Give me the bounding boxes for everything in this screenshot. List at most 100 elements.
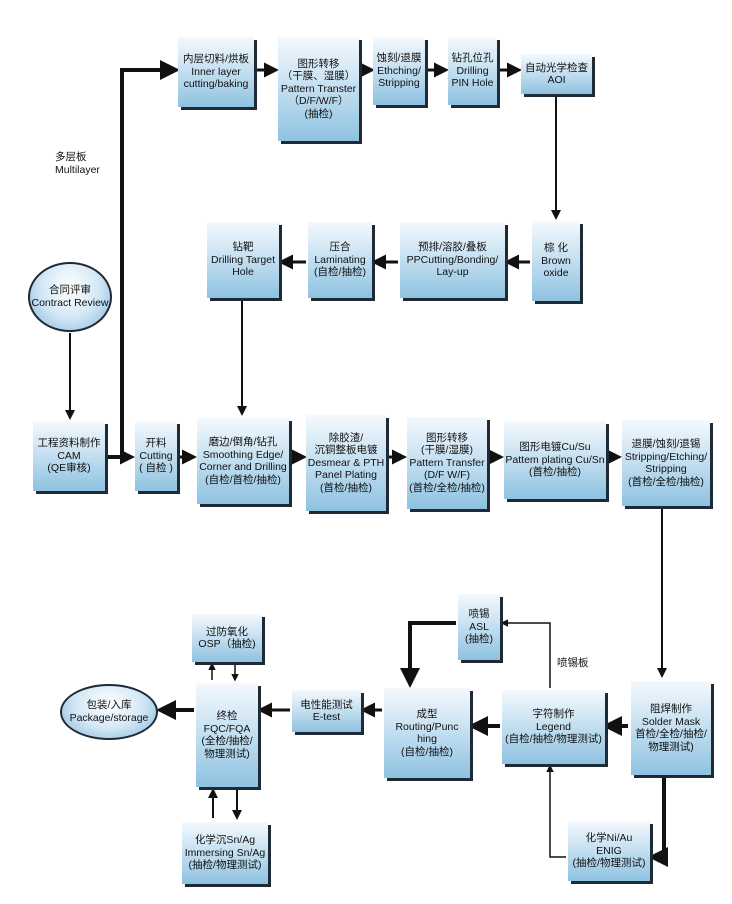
node-line: FQC/FQA — [203, 722, 251, 735]
node-line: 压合 — [329, 241, 351, 254]
node-fqc: 终检 FQC/FQA (全检/抽检/ 物理测试) — [196, 683, 258, 787]
node-line: Panel Plating — [315, 469, 377, 482]
node-stripping: 退膜/蚀刻/退锡 Stripping/Etching/ Stripping (首… — [622, 420, 710, 506]
node-line: 成型 — [416, 708, 438, 720]
node-drill-pin: 钻孔位孔 Drilling PIN Hole — [448, 37, 497, 105]
node-line: 阻焊制作 — [650, 703, 692, 715]
node-line: 钻孔位孔 — [451, 52, 494, 65]
node-line: (自检/抽检) — [401, 745, 453, 758]
arrow-legend-to-asl — [500, 619, 551, 688]
node-brown-oxide: 棕 化 Brown oxide — [532, 221, 580, 301]
node-line: 图形电镀Cu/Su — [519, 441, 591, 454]
node-cam: 工程资料制作 CAM (QE审核) — [33, 421, 105, 491]
node-osp: 过防氧化 OSP（抽检) — [192, 614, 262, 662]
node-laminating: 压合 Laminating (自检/抽检) — [308, 222, 372, 298]
node-line: Corner and Drilling — [199, 461, 287, 473]
node-line: (自检/首检/抽检) — [205, 473, 281, 486]
node-line: Stripping — [645, 463, 687, 475]
node-pattern-plating: 图形电镀Cu/Su Pattem plating Cu/Sn (首检/抽检) — [504, 421, 606, 499]
node-line: (抽检/物理测试) — [572, 857, 646, 870]
node-line: (自检/抽检/物理测试) — [505, 733, 602, 746]
arrow-enig-to-legend — [546, 764, 566, 858]
node-line: AOI — [547, 74, 566, 86]
node-line: （D/F/W/F） — [288, 95, 349, 108]
node-line: oxide — [543, 267, 569, 280]
node-routing: 成型 Routing/Punc hing (自检/抽检) — [384, 688, 470, 778]
node-line: 自动光学检查 — [525, 61, 588, 74]
node-line: (抽检) — [304, 107, 333, 120]
node-contract-review: 合同评审 Contract Review — [28, 262, 112, 332]
arrow-asl-to-routing — [400, 621, 456, 688]
node-line: 过防氧化 — [206, 625, 248, 638]
node-line: Brown — [541, 254, 571, 267]
node-line: 合同评审 — [49, 284, 91, 296]
node-line: ASL — [469, 620, 489, 633]
node-line: 终检 — [216, 710, 238, 722]
node-immersion: 化学沉Sn/Ag Immersing Sn/Ag (抽检/物理测试) — [182, 822, 268, 884]
node-line: 物理测试) — [204, 747, 250, 760]
node-line: 内层切料/烘板 — [183, 53, 249, 66]
node-line: 磨边/倒角/钻孔 — [208, 436, 278, 448]
node-line: Routing/Punc — [395, 720, 459, 733]
node-line: (D/F W/F) — [423, 469, 471, 482]
node-line: Ethching/ — [377, 64, 421, 77]
node-line: Smoothing Edge/ — [202, 448, 284, 461]
node-line: 字符制作 — [532, 708, 575, 721]
node-line: (首检/抽检) — [320, 481, 372, 494]
node-line: (首检/全检/抽检) — [628, 475, 704, 488]
node-pattern-transfer-1: 图形转移 （干膜、湿膜） Pattern Transter （D/F/W/F） … — [278, 37, 359, 141]
node-line: (首检/抽检) — [529, 466, 581, 479]
node-line: 棕 化 — [544, 242, 568, 255]
node-asl: 喷锡 ASL (抽检) — [458, 594, 500, 660]
node-line: (自检/抽检) — [314, 266, 366, 279]
arrow-cam-to-inner-layer — [106, 60, 180, 459]
node-line: (干膜/湿膜) — [421, 444, 473, 457]
node-line: Cutting — [139, 449, 173, 462]
node-line: (QE审核) — [47, 462, 91, 475]
node-line: Drilling — [456, 64, 489, 77]
node-etest: 电性能测试 E-test — [292, 690, 361, 732]
multilayer-label-zh: 多层板 — [55, 151, 87, 163]
node-line: 图形转移 — [297, 57, 340, 70]
node-line: 首检/全检/抽检/ — [635, 728, 707, 740]
node-line: PIN Hole — [451, 77, 494, 90]
node-pattern-transfer-2: 图形转移 (干膜/湿膜) Pattern Transfer (D/F W/F) … — [407, 417, 487, 509]
node-line: 预排/溶胶/叠板 — [418, 241, 487, 254]
node-solder-mask: 阻焊制作 Solder Mask 首检/全检/抽检/ 物理测试) — [631, 681, 711, 775]
node-line: PPCutting/Bonding/ — [406, 253, 499, 266]
node-enig: 化学Ni/Au ENIG (抽检/物理测试) — [568, 821, 650, 881]
node-line: 开料 — [145, 437, 167, 450]
node-line: hing — [417, 733, 437, 745]
node-line: Hole — [232, 266, 254, 279]
node-line: 化学沉Sn/Ag — [194, 834, 256, 847]
node-line: Desmear & PTH — [307, 456, 385, 469]
multilayer-label-en: Multilayer — [55, 164, 100, 176]
node-package: 包装/入库 Package/storage — [60, 684, 158, 740]
node-line: Inner layer — [191, 65, 241, 78]
node-line: Solder Mask — [641, 715, 701, 728]
node-aoi: 自动光学检查 AOI — [521, 54, 592, 94]
node-line: ( 自检 ) — [139, 462, 173, 475]
node-line: E-test — [312, 711, 341, 723]
hasl-board-label-text: 喷锡板 — [557, 657, 589, 669]
node-line: cutting/baking — [183, 78, 249, 91]
node-line: Legend — [535, 720, 572, 733]
node-line: (抽检/物理测试) — [188, 859, 262, 872]
node-line: 沉铜整板电镀 — [314, 444, 378, 457]
node-line: Lay-up — [436, 266, 469, 279]
node-etching: 蚀刻/退膜 Ethching/ Stripping — [373, 37, 425, 105]
node-line: 蚀刻/退膜 — [376, 52, 422, 65]
node-line: 电性能测试 — [300, 698, 353, 711]
node-line: 物理测试) — [648, 740, 694, 753]
node-line: Pattem plating Cu/Sn — [505, 453, 605, 466]
node-line: 图形转移 — [426, 431, 468, 444]
multilayer-label: 多层板 Multilayer — [55, 151, 100, 177]
node-line: Drilling Target — [211, 253, 275, 266]
node-line: Laminating — [314, 253, 366, 266]
node-line: 退膜/蚀刻/退锡 — [631, 438, 701, 450]
arrow-solder-to-enig — [648, 776, 668, 867]
node-line: (抽检) — [465, 633, 493, 646]
node-line: 钻靶 — [232, 241, 254, 254]
node-cutting: 开料 Cutting ( 自检 ) — [135, 421, 177, 491]
